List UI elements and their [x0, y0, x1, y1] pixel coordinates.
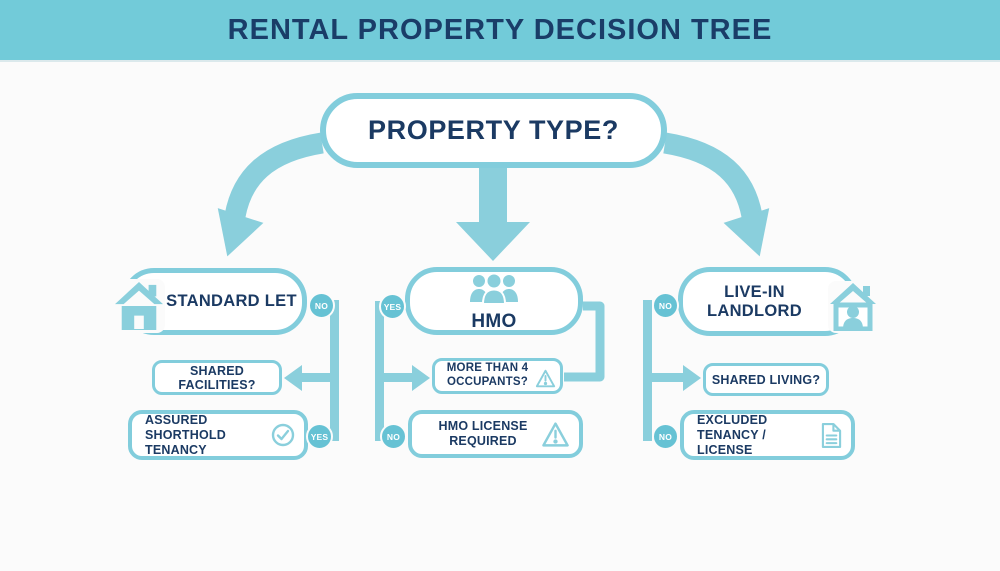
page-title: RENTAL PROPERTY DECISION TREE: [227, 13, 773, 46]
curve-arrow-left: [224, 132, 324, 219]
branch2-connector-line: [375, 301, 384, 441]
root-node-property-type: PROPERTY TYPE?: [320, 93, 667, 168]
node-standard-let: STANDARD LET: [113, 268, 307, 335]
branch-label: HMO: [471, 310, 517, 332]
outcome-excluded-tenancy-license: EXCLUDED TENANCY / LICENSE: [680, 410, 855, 460]
badge-live-in-landlord-no: NO: [652, 292, 679, 319]
house-icon: [113, 279, 165, 333]
branch3-connector-line: [643, 300, 652, 441]
badge-excluded-tenancy-no: NO: [652, 423, 679, 450]
curve-arrow-right: [663, 132, 763, 219]
branch2-question-arrow-shaft: [379, 373, 413, 382]
question-shared-facilities: SHARED FACILITIES?: [152, 360, 282, 395]
branch-label: STANDARD LET: [166, 292, 297, 310]
branch3-question-arrow-shaft: [647, 373, 683, 382]
branch1-question-arrow-shaft: [301, 373, 335, 382]
curve-arrow-left-head: [217, 208, 264, 257]
branch2-question-arrow-head: [412, 365, 430, 391]
root-label: PROPERTY TYPE?: [368, 115, 619, 145]
warning-triangle-icon: [535, 369, 556, 388]
node-live-in-landlord: LIVE-IN LANDLORD: [678, 267, 878, 336]
arrow-down-center: [456, 166, 530, 261]
title-banner: RENTAL PROPERTY DECISION TREE: [0, 0, 1000, 62]
branch2-elbow-connector: [564, 301, 605, 382]
outcome-label: EXCLUDED TENANCY / LICENSE: [697, 412, 768, 457]
question-label: SHARED LIVING?: [711, 372, 821, 387]
warning-triangle-icon: [541, 421, 570, 448]
outcome-label: HMO LICENSE REQUIRED: [438, 419, 528, 448]
question-more-than-4-occupants: MORE THAN 4 OCCUPANTS?: [432, 358, 563, 394]
node-hmo: HMO: [405, 267, 583, 335]
question-label: MORE THAN 4 OCCUPANTS?: [446, 362, 529, 388]
branch1-question-arrow-head: [284, 365, 302, 391]
question-shared-living: SHARED LIVING?: [703, 363, 829, 396]
document-icon: [821, 422, 842, 449]
branch1-connector-line: [330, 300, 339, 441]
curve-arrow-right-head: [723, 208, 770, 257]
badge-standard-let-no: NO: [308, 292, 335, 319]
outcome-assured-shorthold-tenancy: ASSURED SHORTHOLD TENANCY: [128, 410, 308, 460]
people-group-icon: [470, 272, 518, 310]
house-person-icon: [828, 281, 878, 333]
check-circle-icon: [271, 423, 295, 447]
badge-hmo-yes: YES: [379, 293, 406, 320]
badge-assured-tenancy-yes: YES: [306, 423, 333, 450]
outcome-label: ASSURED SHORTHOLD TENANCY: [145, 412, 226, 457]
question-label: SHARED FACILITIES?: [178, 363, 256, 392]
outcome-hmo-license-required: HMO LICENSE REQUIRED: [408, 410, 583, 458]
branch3-question-arrow-head: [683, 365, 701, 391]
badge-hmo-license-no: NO: [380, 423, 407, 450]
branch-label: LIVE-IN LANDLORD: [707, 282, 802, 320]
